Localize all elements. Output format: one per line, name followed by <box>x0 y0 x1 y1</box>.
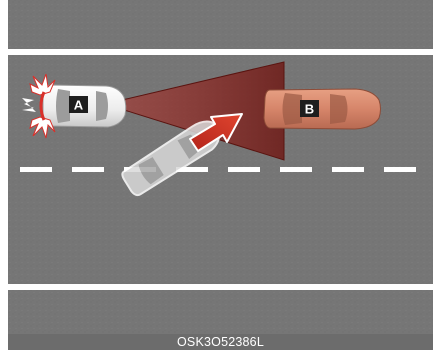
car-b: B <box>264 89 381 129</box>
car-a: A <box>43 85 126 127</box>
car-b-label: B <box>305 102 314 117</box>
bottom-solid-lane-line <box>8 284 433 290</box>
car-a-label: A <box>74 98 84 113</box>
image-code-caption: OSK3O52386L <box>177 334 264 350</box>
top-solid-lane-line <box>8 49 433 55</box>
caption-bar: OSK3O52386L <box>8 334 433 350</box>
